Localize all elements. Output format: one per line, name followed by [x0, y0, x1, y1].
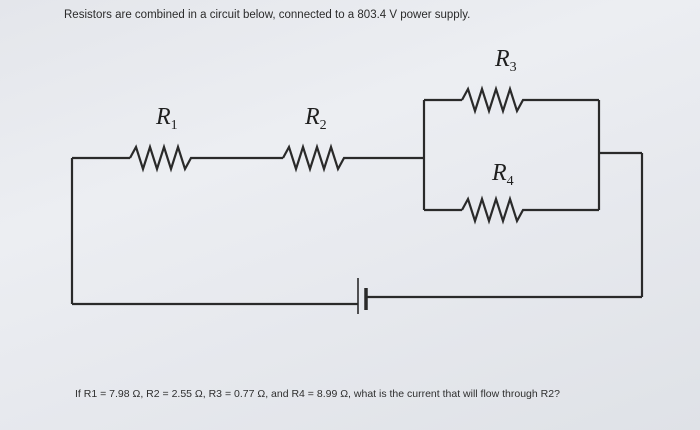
label-r1: R1: [155, 104, 178, 133]
resistor-r2: [282, 143, 356, 173]
label-r4: R4: [491, 160, 514, 189]
resistor-r1: [129, 143, 203, 173]
problem-prompt: Resistors are combined in a circuit belo…: [64, 9, 471, 21]
label-r2: R2: [304, 104, 327, 133]
label-r3: R3: [494, 46, 517, 75]
resistor-r4: [461, 195, 535, 225]
question-text: If R1 = 7.98 Ω, R2 = 2.55 Ω, R3 = 0.77 Ω…: [75, 388, 560, 400]
resistor-r3: [461, 85, 535, 115]
